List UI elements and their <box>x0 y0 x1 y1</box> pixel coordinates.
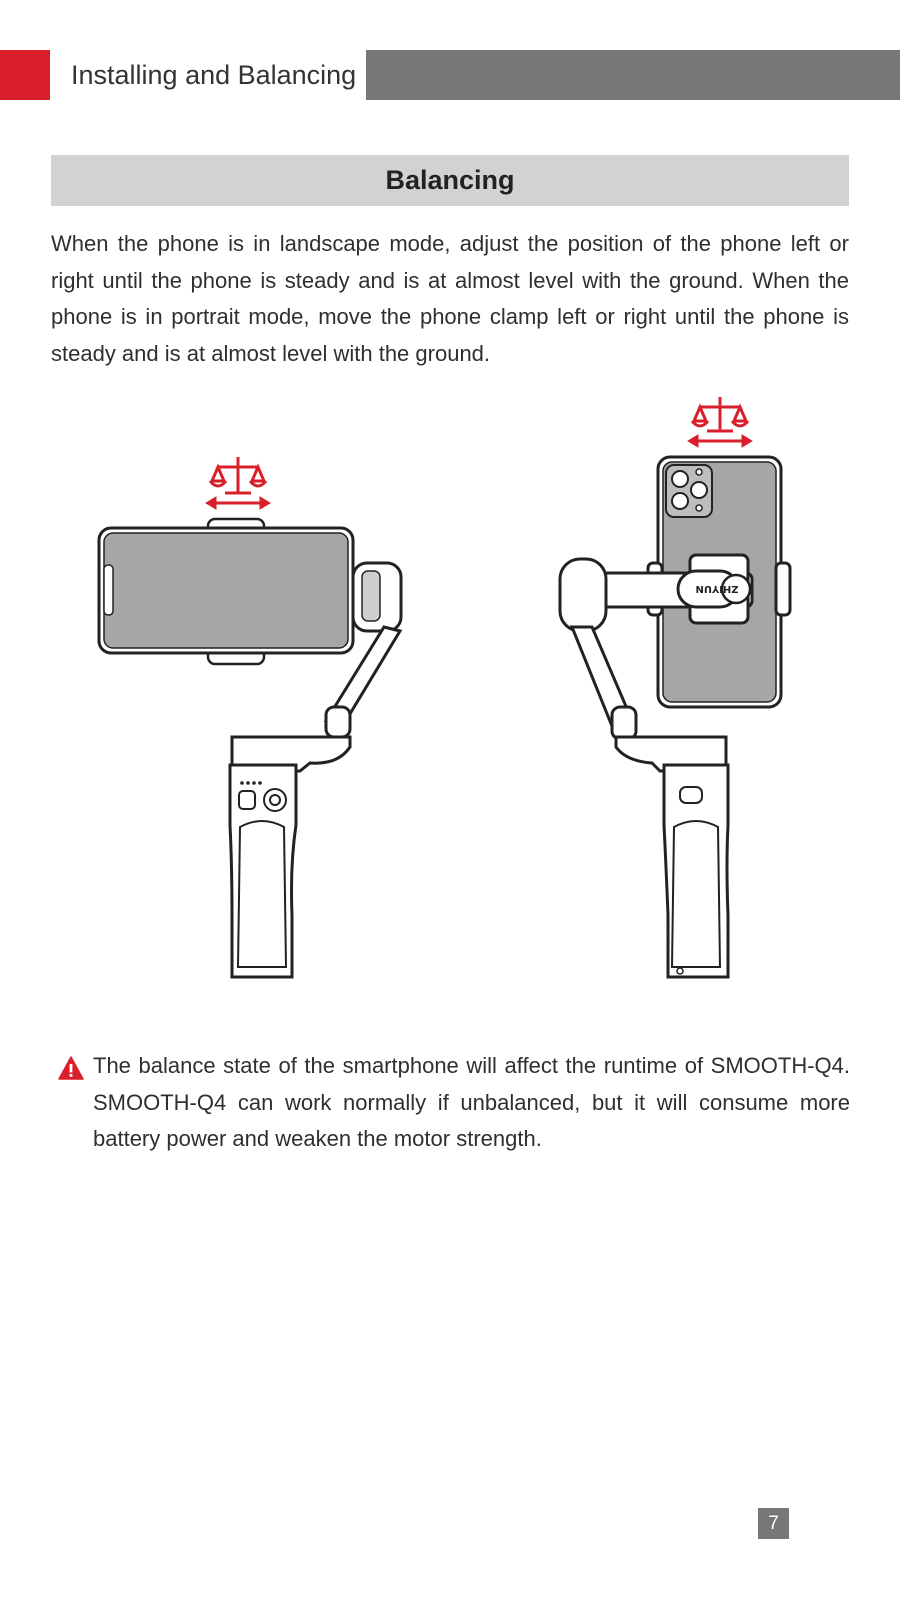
warning-triangle-icon <box>58 1056 84 1080</box>
section-title: Balancing <box>51 155 849 206</box>
gimbal-handle-right <box>662 763 730 979</box>
balance-scale-icon <box>208 457 268 495</box>
brand-label: ZHIYUN <box>695 583 738 594</box>
gimbal-handle-left <box>228 763 298 979</box>
warning-note: The balance state of the smartphone will… <box>58 1048 850 1158</box>
page-number: 7 <box>758 1508 789 1539</box>
left-right-arrow-icon <box>205 496 271 510</box>
body-paragraph: When the phone is in landscape mode, adj… <box>51 231 849 366</box>
phone-clamp-portrait <box>600 553 792 625</box>
warning-note-text: The balance state of the smartphone will… <box>93 1053 850 1151</box>
balance-scale-icon <box>690 397 750 433</box>
gimbal-balancing-illustration: ZHIYUN <box>0 395 901 1010</box>
header-bar <box>366 50 900 100</box>
header-accent-block <box>0 50 50 100</box>
left-right-arrow-icon <box>687 434 753 448</box>
landscape-phone <box>97 526 355 655</box>
gimbal-arm-right <box>558 557 728 773</box>
gimbal-arm-left <box>230 561 403 773</box>
header-title: Installing and Balancing <box>71 60 357 90</box>
